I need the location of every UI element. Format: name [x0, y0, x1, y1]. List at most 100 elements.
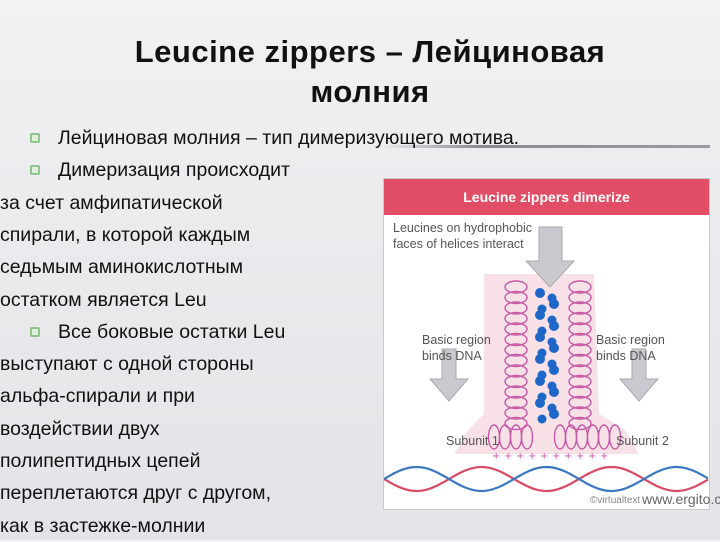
bullet-text: выступают с одной стороны — [0, 353, 254, 376]
helix-coil — [504, 311, 528, 326]
helix-coil — [568, 322, 592, 336]
charge-plus-icon: + — [588, 451, 596, 462]
helix-coil — [568, 280, 592, 294]
bullet-text: за счет амфипатической — [0, 191, 223, 214]
label-basic-region-right: Basic region binds DNA — [596, 333, 665, 363]
bullet-continuation: воздействии двух — [0, 413, 159, 445]
bullet-text: полипептидных цепей — [0, 450, 201, 472]
copyright-watermark: ©virtualtext — [590, 495, 641, 506]
helix-coil — [504, 290, 528, 305]
helix-coil — [568, 290, 592, 305]
bullet-text: переплетаются друг с другом, — [0, 482, 271, 505]
charge-plus-icon: + — [600, 451, 608, 462]
helix-coil — [504, 343, 528, 357]
charge-plus-icon: + — [576, 451, 584, 462]
label-leucines: Leucines on hydrophobic faces of helices… — [393, 221, 532, 251]
charge-plus-icon: + — [528, 451, 536, 462]
bullet-continuation: полипептидных цепей — [0, 445, 200, 477]
arrow-left-icon — [428, 348, 470, 402]
label-subunit-1: Subunit 1 — [446, 434, 499, 448]
helix-coils — [504, 280, 592, 431]
helix-coil — [504, 332, 528, 347]
arrow-down-icon — [524, 226, 576, 288]
bullet-text: Лейциновая молния – тип димеризующего мо… — [58, 127, 520, 149]
helix-coil — [504, 301, 528, 315]
bullet-continuation: выступают с одной стороны — [0, 348, 254, 380]
basic-coil — [608, 424, 622, 450]
helix-coil — [504, 353, 528, 368]
helix-coil — [504, 374, 528, 389]
helix-coil — [568, 364, 592, 378]
helix-coil — [568, 416, 592, 431]
leucine-dot — [537, 414, 547, 424]
charge-plus-icon: + — [492, 451, 500, 462]
charge-plus-icon: + — [516, 451, 524, 462]
leucine-zipper-figure: Leucine zippers dimerize + + + + + + + + + + Leuc… — [383, 178, 720, 510]
helix-coil — [504, 280, 528, 294]
slide-title-line-1: Leucine zippers – Лейциновая — [134, 34, 606, 69]
leucine-dot — [535, 310, 545, 320]
dna-strand-red — [384, 465, 709, 493]
bullet-marker-icon — [30, 326, 40, 337]
helix-coil — [504, 395, 528, 410]
helix-coil — [568, 311, 592, 326]
title-divider — [380, 145, 710, 148]
bullet-text: как в застежке-молнии — [0, 514, 206, 537]
bullet-text: седьмым аминокислотным — [0, 256, 244, 279]
helix-coil — [568, 343, 592, 357]
bullet-item: Лейциновая молния – тип димеризующего мо… — [30, 122, 519, 154]
helix-coil — [568, 374, 592, 389]
dna-strands — [384, 465, 709, 493]
helix-coil — [504, 364, 528, 378]
leucine-dot — [549, 321, 559, 331]
leucine-dot — [535, 332, 545, 342]
bullet-item: Димеризация происходит — [30, 154, 290, 186]
charge-plus-icon: + — [564, 451, 572, 462]
bullet-text: воздействии двух — [0, 417, 160, 440]
arrow-right-icon — [618, 348, 660, 402]
leucine-dots — [535, 288, 559, 424]
helix-coil — [504, 416, 528, 431]
dna-strand-blue — [384, 465, 709, 493]
bullet-continuation: альфа-спирали и при — [0, 380, 195, 412]
charge-plus-icon: + — [504, 451, 512, 462]
slide-title-line-2: молния — [310, 74, 430, 109]
helix-coil — [568, 332, 592, 347]
helix-coil — [568, 353, 592, 368]
bullet-continuation: седьмым аминокислотным — [0, 251, 243, 283]
figure-diagram: + + + + + + + + + + — [384, 226, 709, 493]
leucine-dot — [535, 376, 545, 386]
label-subunit-2: Subunit 2 — [616, 434, 669, 448]
helix-coil — [568, 395, 592, 410]
basic-region-coils: + + + + + + + + + + — [487, 424, 622, 462]
bullet-marker-icon — [30, 165, 40, 176]
bullet-item: Все боковые остатки Leu — [30, 316, 285, 348]
leucine-dot — [535, 354, 545, 364]
helix-glow — [454, 274, 639, 454]
bullet-continuation: переплетаются друг с другом, — [0, 477, 271, 509]
ergito-brand: www.ergito.com — [642, 491, 720, 507]
bullet-continuation: как в застежке-молнии — [0, 510, 205, 542]
figure-header: Leucine zippers dimerize — [384, 179, 709, 215]
slide-title: Leucine zippers – Лейциновая молния — [60, 32, 680, 112]
leucine-dot — [549, 387, 559, 397]
leucine-dot — [549, 343, 559, 353]
bullet-text: Димеризация происходит — [58, 159, 290, 182]
charge-plus-icon: + — [552, 451, 560, 462]
bullet-continuation: за счет амфипатической — [0, 187, 223, 219]
bullet-continuation: спирали, в которой каждым — [0, 219, 250, 251]
charge-plus-icon: + — [540, 451, 548, 462]
bullet-text: альфа-спирали и при — [0, 385, 195, 408]
helix-coil — [504, 385, 528, 399]
bullet-text: остатком является Leu — [0, 288, 207, 311]
helix-coil — [568, 301, 592, 315]
leucine-dot — [535, 398, 545, 408]
bullet-text: спирали, в которой каждым — [0, 223, 251, 246]
leucine-dot — [549, 409, 559, 419]
helix-coil — [504, 322, 528, 336]
bullet-continuation: остатком является Leu — [0, 284, 207, 316]
helix-coil — [568, 406, 592, 420]
helix-coil — [504, 406, 528, 420]
bullet-text: Все боковые остатки Leu — [58, 320, 286, 343]
helix-coil — [568, 385, 592, 399]
